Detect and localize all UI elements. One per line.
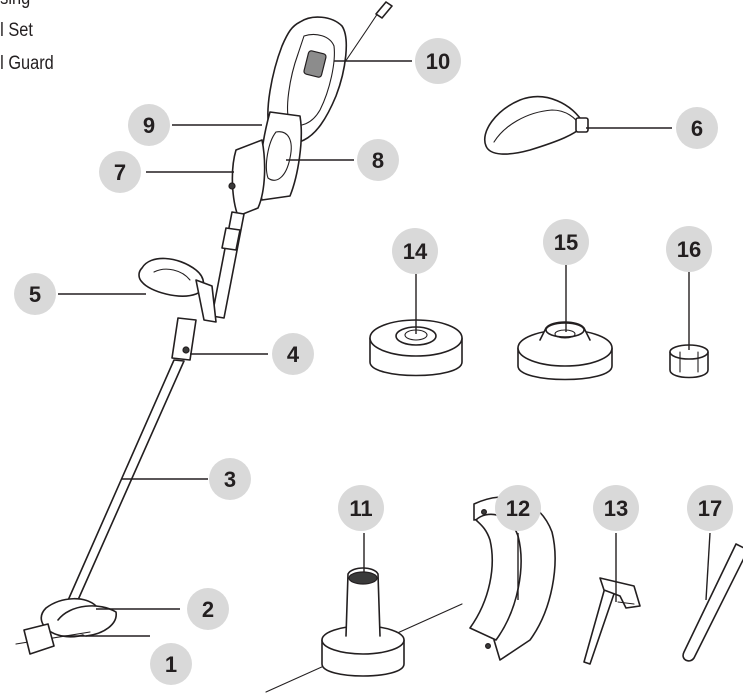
callout-12: 12 (495, 485, 541, 531)
wrench-shaft (583, 583, 617, 665)
callout-label: 11 (349, 496, 372, 521)
part-6-clip (483, 95, 589, 155)
grass-guard (57, 605, 117, 637)
callouts: 1 2 3 4 5 6 7 8 9 10 11 12 13 14 15 16 1… (14, 38, 733, 685)
leader-lines (58, 60, 711, 637)
part-13-wrench (583, 577, 641, 665)
aux-handle-grip (153, 268, 191, 281)
spool-knob (345, 567, 381, 637)
callout-1: 1 (150, 643, 192, 685)
rod-body (682, 543, 743, 662)
legend-item-tool-set: ool Set (0, 20, 33, 41)
power-cable (344, 9, 381, 63)
nut-flats (679, 351, 699, 373)
part-16-nut (669, 344, 709, 379)
wrench-head (599, 577, 641, 609)
callout-label: 16 (677, 237, 701, 262)
callout-17: 17 (687, 485, 733, 531)
callout-label: 8 (372, 148, 384, 173)
callout-6: 6 (676, 107, 718, 149)
housing-vent (303, 50, 327, 78)
guard-screw (481, 509, 488, 516)
coupling-knob (182, 346, 190, 354)
callout-label: 4 (287, 342, 300, 367)
part-14-washer (369, 319, 463, 377)
callout-label: 2 (202, 597, 214, 622)
auxiliary-handle (138, 257, 205, 297)
washer-15-hole (554, 329, 576, 339)
spool-head (23, 623, 55, 655)
shaft-coupling (171, 317, 197, 361)
aux-handle-clamp (195, 279, 217, 323)
guard-screw (485, 642, 492, 649)
callout-7: 7 (99, 151, 141, 193)
switch-handle (258, 111, 303, 201)
handle-body (231, 139, 266, 217)
callout-14: 14 (392, 228, 438, 274)
callout-label: 9 (143, 113, 155, 138)
spool-knob-cap (348, 571, 378, 585)
callout-label: 3 (224, 467, 236, 492)
part-15-washer (517, 321, 613, 381)
callout-3: 3 (209, 458, 251, 500)
part-17-rod (682, 543, 743, 662)
housing-panel (287, 33, 335, 127)
clip-loop (483, 95, 585, 155)
callout-label: 12 (506, 496, 530, 521)
cable-plug (375, 1, 393, 19)
part-11-spool (265, 567, 463, 693)
callout-label: 15 (554, 230, 578, 255)
callout-10: 10 (415, 38, 461, 84)
wrench-jaw (617, 601, 635, 605)
handle-screw (228, 182, 236, 190)
callout-label: 17 (698, 496, 722, 521)
callout-9: 9 (128, 104, 170, 146)
callout-2: 2 (187, 588, 229, 630)
legend-item-housing: ousing (0, 0, 30, 10)
callout-label: 6 (691, 116, 703, 141)
leader-17 (705, 532, 711, 601)
callout-4: 4 (272, 333, 314, 375)
callout-label: 13 (604, 496, 628, 521)
callout-label: 5 (29, 282, 41, 307)
trimmer-assembly (15, 1, 393, 655)
clip-buckle (575, 117, 589, 133)
shaft-collar (221, 227, 241, 251)
callout-label: 1 (165, 652, 177, 677)
clip-inner (493, 109, 581, 143)
callout-5: 5 (14, 273, 56, 315)
callout-label: 10 (426, 49, 450, 74)
callout-16: 16 (666, 226, 712, 272)
lower-shaft (61, 359, 185, 619)
legend-item-tool-guard: ool Guard (0, 53, 54, 74)
callout-15: 15 (543, 219, 589, 265)
trigger-opening (265, 131, 292, 181)
callout-label: 14 (403, 239, 428, 264)
callout-8: 8 (357, 139, 399, 181)
callout-11: 11 (338, 485, 384, 531)
callout-13: 13 (593, 485, 639, 531)
callout-label: 7 (114, 160, 126, 185)
